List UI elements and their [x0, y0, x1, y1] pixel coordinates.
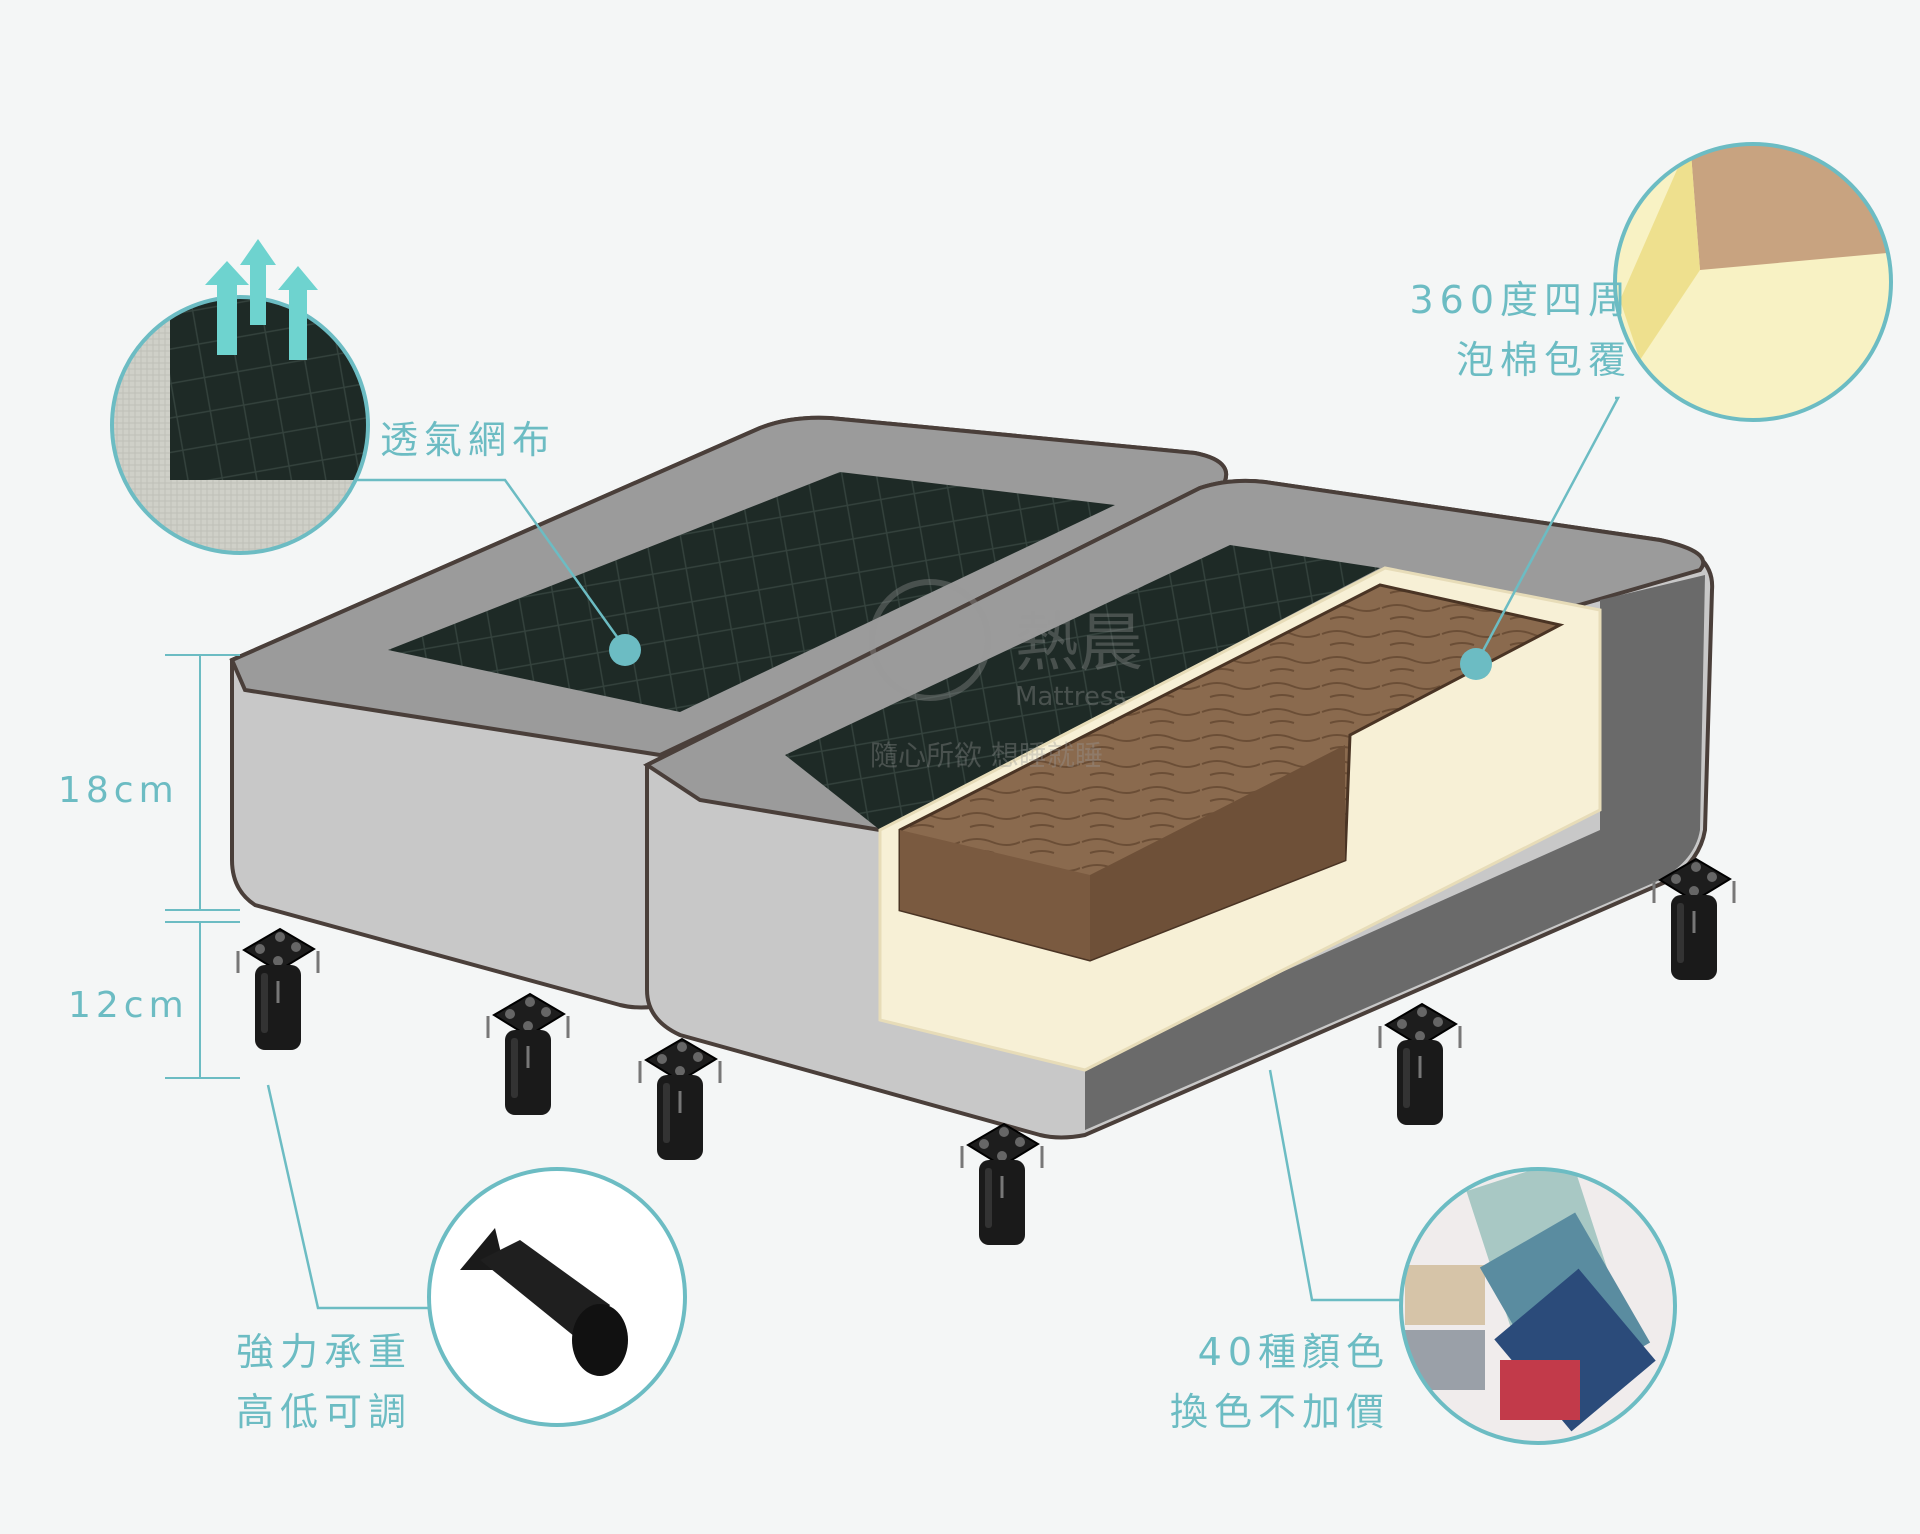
leg-detail-circle: [427, 1167, 687, 1427]
right-mesh: [785, 545, 1380, 830]
leg: [1652, 857, 1736, 982]
leg: [236, 927, 320, 1052]
leg: [486, 992, 570, 1117]
leg: [960, 1122, 1044, 1247]
feature-foam-label-2: 泡棉包覆: [1455, 338, 1632, 382]
leg: [638, 1037, 722, 1162]
callout-dot: [609, 634, 641, 666]
feature-legs-label-2: 高低可調: [236, 1390, 413, 1434]
feature-colors-label-2: 換色不加價: [1169, 1390, 1390, 1434]
feature-legs-label-1: 強力承重: [236, 1330, 413, 1374]
feature-foam-label-1: 360度四周: [1409, 278, 1632, 322]
left-frame: [229, 415, 1229, 1010]
callout-dot: [1460, 648, 1492, 680]
feature-colors-label-1: 40種顏色: [1197, 1330, 1390, 1374]
watermark-slogan: 隨心所欲 想睡就睡: [870, 739, 1103, 772]
foam-detail-circle: [1613, 142, 1893, 422]
watermark-sub: Mattress: [1015, 682, 1127, 712]
dimension-lower: 12cm: [68, 985, 189, 1026]
left-mesh: [388, 472, 1115, 712]
right-frame: [643, 478, 1715, 1140]
feature-breathable-label: 透氣網布: [380, 418, 557, 462]
mesh-detail-circle: [110, 239, 370, 555]
leg: [1378, 1002, 1462, 1127]
airflow-arrows-icon: [205, 239, 318, 360]
callout-lines: [266, 396, 1621, 1310]
watermark: 熱晨 Mattress 隨心所欲 想睡就睡: [869, 579, 1143, 772]
dimension-lines: [165, 654, 240, 1079]
color-swatch-circle: [1399, 1167, 1677, 1445]
watermark-brand: 熱晨: [1015, 607, 1143, 681]
dimension-upper: 18cm: [58, 770, 179, 811]
